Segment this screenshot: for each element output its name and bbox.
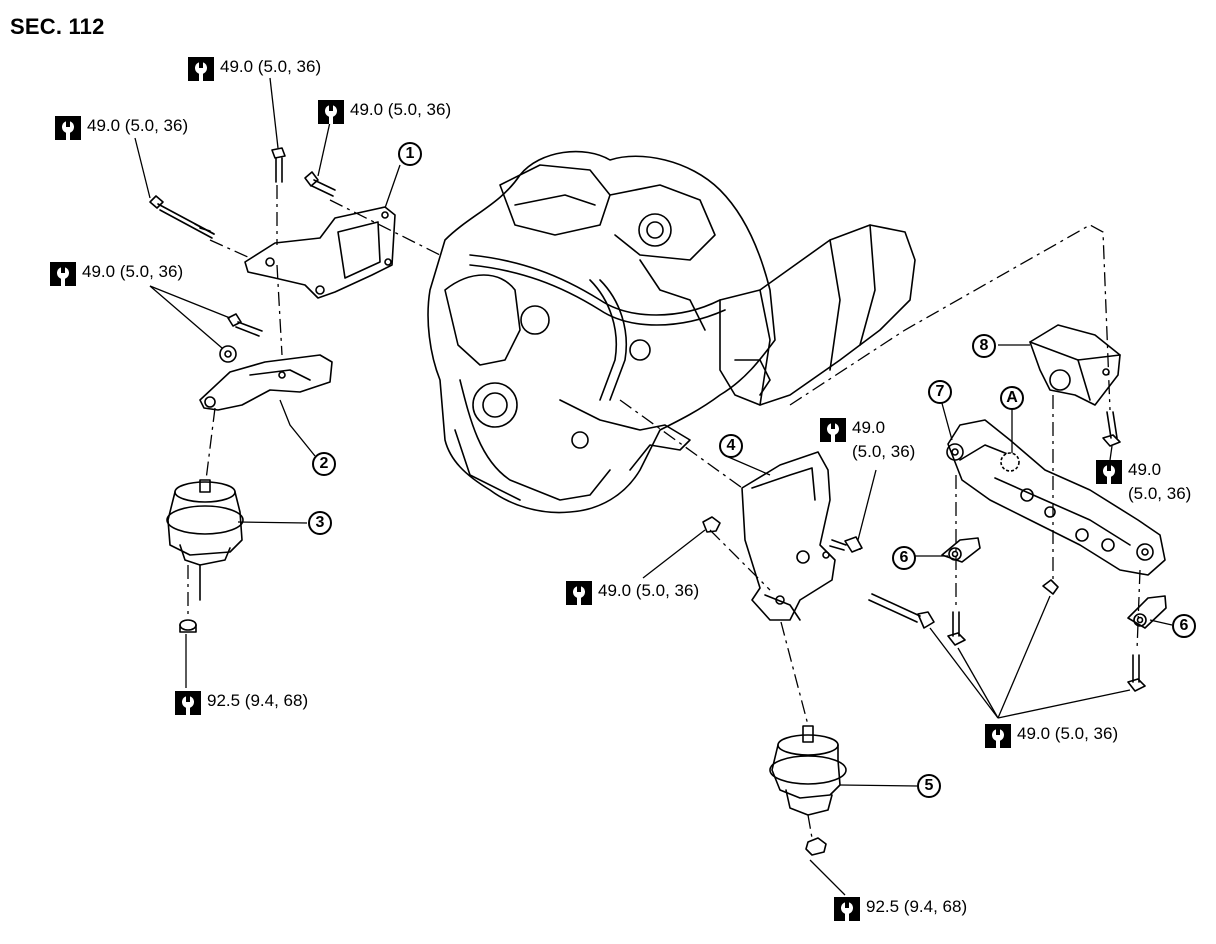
engine-assembly (427, 150, 916, 514)
torque-spec: 49.0 (5.0, 36) (55, 116, 188, 140)
torque-spec: 49.0 (5.0, 36) (318, 100, 451, 124)
torque-value: 49.0 (1128, 460, 1162, 479)
nut (702, 516, 721, 533)
torque-wrench-icon (318, 100, 344, 124)
torque-value: 92.5 (9.4, 68) (207, 691, 309, 710)
torque-wrench-icon (985, 724, 1011, 748)
lh-engine-mount-bracket (741, 451, 836, 621)
torque-spec: 49.0 (5.0, 36) (820, 418, 915, 462)
torque-spec: 92.5 (9.4, 68) (834, 897, 967, 921)
torque-wrench-icon (566, 581, 592, 605)
bolt (149, 195, 215, 239)
callout-5: 5 (917, 774, 941, 798)
rh-engine-mount-insulator (166, 479, 244, 601)
torque-wrench-icon (175, 691, 201, 715)
bolt (829, 536, 863, 553)
torque-value: (5.0, 36) (852, 442, 916, 461)
torque-spec: 49.0 (5.0, 36) (50, 262, 183, 286)
torque-value: 49.0 (5.0, 36) (82, 262, 184, 281)
callout-6: 6 (1172, 614, 1196, 638)
bolt (947, 611, 966, 646)
nut (805, 837, 827, 856)
torque-value: 49.0 (5.0, 36) (87, 116, 189, 135)
small-bracket (1127, 595, 1167, 629)
torque-wrench-icon (834, 897, 860, 921)
torque-value: 49.0 (852, 418, 886, 437)
callout-3: 3 (308, 511, 332, 535)
bolt (304, 171, 336, 197)
rear-engine-mount-insulator (1029, 324, 1121, 406)
torque-value: 92.5 (9.4, 68) (866, 897, 968, 916)
torque-value: (5.0, 36) (1128, 484, 1192, 503)
torque-spec: 92.5 (9.4, 68) (175, 691, 308, 715)
callout-a: A (1000, 386, 1024, 410)
torque-value: 49.0 (5.0, 36) (1017, 724, 1119, 743)
torque-wrench-icon (1096, 460, 1122, 484)
reference-point (1000, 452, 1020, 472)
torque-spec: 49.0 (5.0, 36) (1096, 460, 1191, 504)
torque-spec: 49.0 (5.0, 36) (985, 724, 1118, 748)
small-bracket (941, 537, 981, 563)
callout-2: 2 (312, 452, 336, 476)
alignment-lines (187, 185, 1141, 839)
nut (1042, 579, 1059, 595)
torque-wrench-icon (50, 262, 76, 286)
torque-spec: 49.0 (5.0, 36) (566, 581, 699, 605)
bolt (1127, 654, 1146, 692)
torque-spec: 49.0 (5.0, 36) (188, 57, 321, 81)
torque-wrench-icon (188, 57, 214, 81)
nut (179, 619, 197, 633)
rear-mounting-member (946, 419, 1166, 576)
callout-6: 6 (892, 546, 916, 570)
callout-1: 1 (398, 142, 422, 166)
torque-value: 49.0 (5.0, 36) (220, 57, 322, 76)
leader-lines (134, 77, 1173, 896)
torque-value: 49.0 (5.0, 36) (350, 100, 452, 119)
torque-value: 49.0 (5.0, 36) (598, 581, 700, 600)
bolt (271, 147, 286, 183)
bolt (868, 593, 935, 629)
callout-8: 8 (972, 334, 996, 358)
bolt (1102, 411, 1121, 447)
bolt (227, 313, 263, 337)
torque-wrench-icon (820, 418, 846, 442)
lower-rh-bracket (199, 354, 333, 411)
callout-7: 7 (928, 380, 952, 404)
torque-wrench-icon (55, 116, 81, 140)
lh-engine-mount-insulator (769, 725, 847, 816)
callout-4: 4 (719, 434, 743, 458)
section-label: SEC. 112 (10, 14, 105, 39)
upper-rh-bracket (244, 206, 396, 299)
nut (219, 345, 237, 363)
